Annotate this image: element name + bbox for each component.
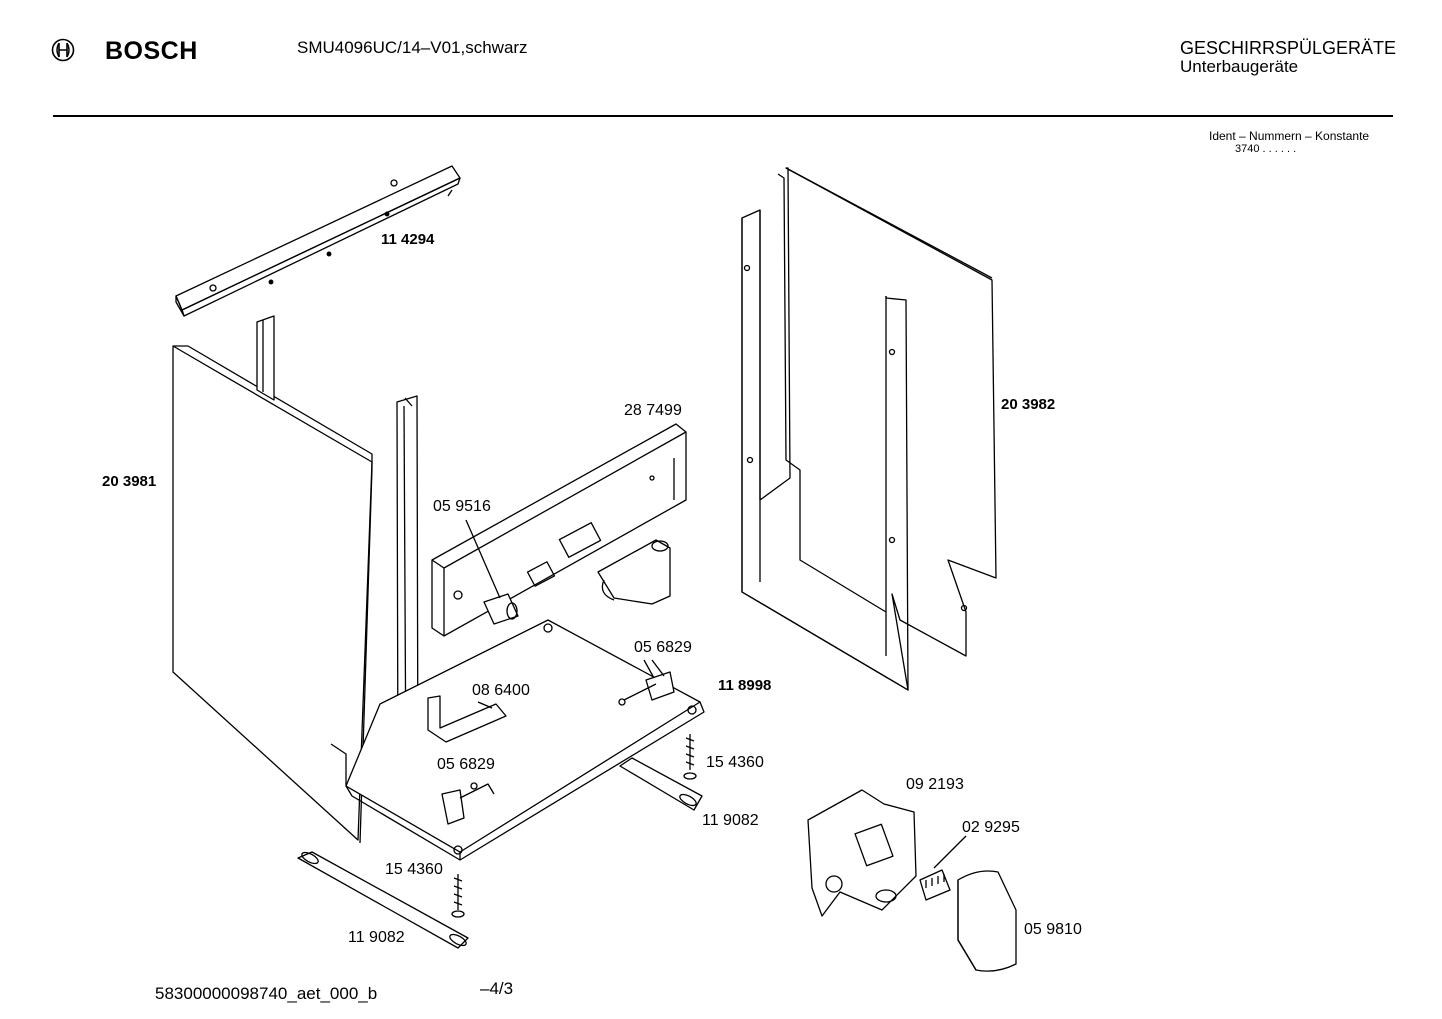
part-label-154360-right: 15 4360 <box>706 754 764 771</box>
part-label-086400: 08 6400 <box>472 682 530 699</box>
right-side-panel <box>741 167 997 691</box>
ident-label: Ident – Nummern – Konstante <box>1209 129 1370 143</box>
part-label-287499: 28 7499 <box>624 402 682 419</box>
foot-rail-left <box>297 851 469 949</box>
terminal-cover <box>957 870 1017 972</box>
part-label-059810: 05 9810 <box>1024 921 1082 938</box>
part-label-119082-right: 11 9082 <box>702 812 759 829</box>
leveling-screw-left <box>451 874 465 918</box>
base-frame <box>330 619 705 861</box>
part-label-059516: 05 9516 <box>433 498 491 515</box>
mounting-clip-upper <box>618 659 675 706</box>
part-label-118998: 11 8998 <box>718 677 772 694</box>
support-bracket <box>427 695 507 743</box>
top-cover-plate <box>175 165 461 317</box>
model-number: SMU4096UC/14–V01,schwarz <box>297 38 528 57</box>
part-label-056829-lower: 05 6829 <box>437 756 495 773</box>
part-label-056829-upper: 05 6829 <box>634 639 692 656</box>
part-label-203982: 20 3982 <box>1001 396 1056 413</box>
terminal-connector <box>465 519 519 625</box>
document-id: 58300000098740_aet_000_b <box>155 984 378 1003</box>
air-duct-fitting <box>597 539 671 605</box>
terminal-block <box>919 835 967 901</box>
part-label-154360-left: 15 4360 <box>385 861 443 878</box>
front-control-rail <box>431 423 687 637</box>
ident-value: 3740 . . . . . . <box>1235 143 1297 155</box>
product-subcategory: Unterbaugeräte <box>1180 57 1299 76</box>
part-label-114294: 11 4294 <box>381 231 435 248</box>
product-category: GESCHIRRSPÜLGERÄTE <box>1180 38 1397 58</box>
part-label-029295: 02 9295 <box>962 819 1020 836</box>
cable-bracket <box>807 789 917 917</box>
part-label-203981: 20 3981 <box>102 473 157 490</box>
part-label-092193: 09 2193 <box>906 776 964 793</box>
bosch-logo-icon <box>51 38 75 62</box>
part-label-119082-left: 11 9082 <box>348 929 405 946</box>
header-divider <box>53 115 1393 117</box>
mounting-clip-lower <box>441 782 495 825</box>
foot-rail-right <box>619 757 703 811</box>
brand-name: BOSCH <box>105 37 198 65</box>
leveling-screw-right <box>683 734 697 780</box>
page-number: –4/3 <box>480 979 514 998</box>
